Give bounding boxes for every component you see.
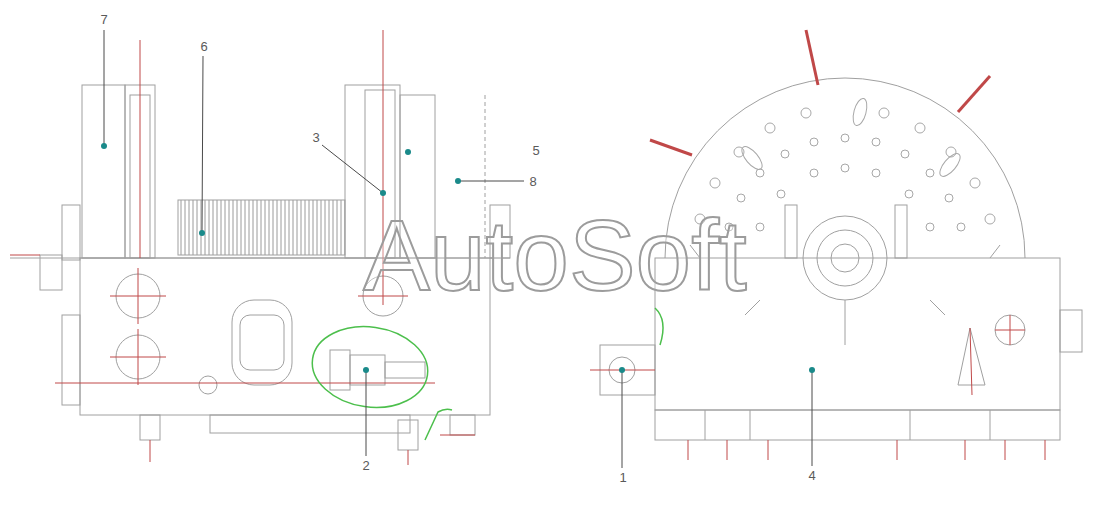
- callout-number: 5: [532, 144, 539, 157]
- callout-number: 4: [808, 469, 815, 482]
- callout-number: 7: [100, 13, 107, 26]
- callout-number: 3: [312, 131, 319, 144]
- callout-number: 2: [362, 459, 369, 472]
- callout-number: 6: [200, 40, 207, 53]
- callout-number: 8: [529, 175, 536, 188]
- callout-number: 1: [619, 471, 626, 484]
- watermark: AutoSoft: [363, 205, 747, 305]
